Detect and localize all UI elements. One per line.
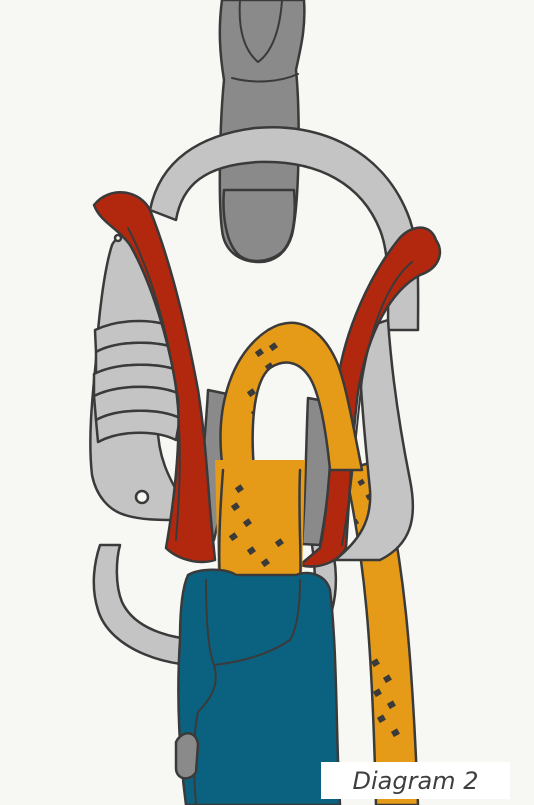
- diagram-caption: Diagram 2: [321, 762, 510, 799]
- anchor-lobe: [224, 190, 295, 261]
- sling-icon: [176, 570, 340, 805]
